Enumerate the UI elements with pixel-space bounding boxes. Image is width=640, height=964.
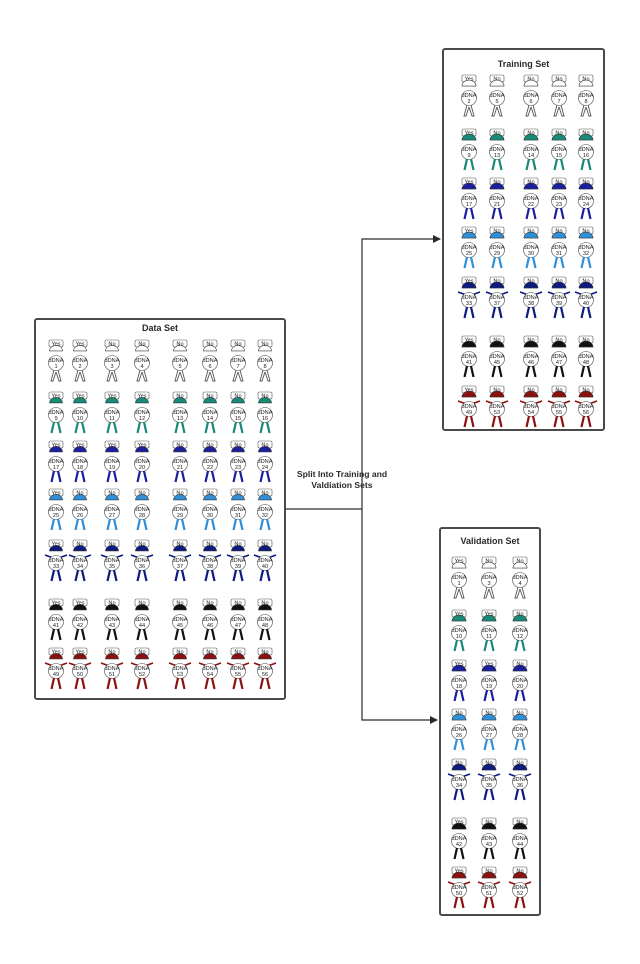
panel-title: Validation Set [460, 536, 520, 546]
panel-title: Data Set [141, 323, 178, 333]
data-set-panel: Data Set [34, 318, 286, 700]
panel-title: Training Set [497, 59, 550, 69]
split-label: Split Into Training and Valdiation Sets [296, 469, 388, 490]
training-set-panel: Training Set [442, 48, 605, 431]
arrow-to-validation [361, 509, 438, 724]
validation-set-panel: Validation Set [439, 527, 541, 916]
